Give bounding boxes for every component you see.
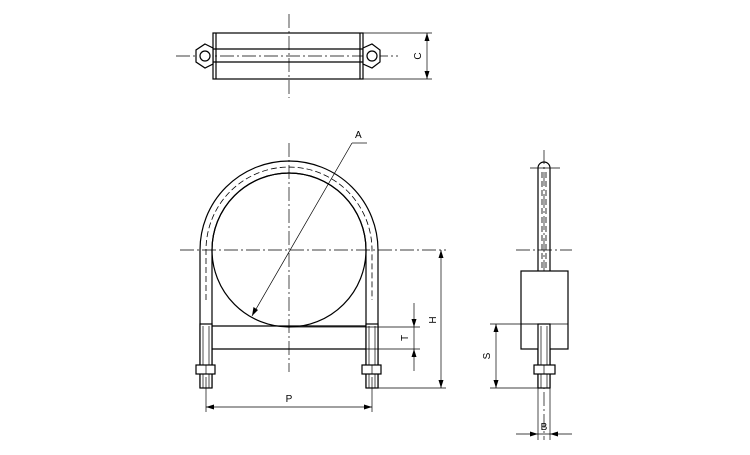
dim-h-arrow-top <box>438 250 444 258</box>
dim-a-arrow <box>252 307 258 316</box>
right-nut <box>361 364 382 375</box>
dim-s-arrow-top <box>493 324 499 332</box>
u-bolt-inner <box>211 172 367 388</box>
dim-b-label: B <box>541 422 548 433</box>
dim-b-arrow-right <box>550 431 558 437</box>
dim-p-label: P <box>286 394 293 405</box>
u-bolt-outer <box>199 160 379 388</box>
front-view: A P H T <box>180 130 446 412</box>
top-view-left-bolt-end <box>199 50 211 62</box>
top-view-right-bolt-end <box>366 50 378 62</box>
dim-s-arrow-bottom <box>493 380 499 388</box>
left-nut <box>195 364 216 375</box>
dim-c-arrow-bottom <box>424 71 430 79</box>
dim-h-label: H <box>428 316 439 323</box>
top-view: C <box>176 14 432 98</box>
dim-p-arrow-right <box>364 404 372 410</box>
top-view-left-hex-nut <box>195 43 214 69</box>
dim-b-arrow-left <box>530 431 538 437</box>
dim-t-label: T <box>400 335 411 341</box>
u-bolt-centerline <box>205 166 373 300</box>
dim-a-label: A <box>355 130 362 141</box>
dim-c-label: C <box>413 52 424 59</box>
top-view-right-hex-nut <box>362 43 381 69</box>
dim-h-arrow-bottom <box>438 380 444 388</box>
dim-c-arrow-top <box>424 33 430 41</box>
side-threaded-end <box>537 323 551 389</box>
side-rod <box>537 161 551 388</box>
side-view: S B <box>482 150 572 440</box>
side-nut <box>533 364 556 375</box>
dim-t-arrow-bottom <box>411 349 417 357</box>
dim-t-arrow-top <box>411 319 417 327</box>
dim-a-leader <box>251 142 353 317</box>
dim-p-arrow-left <box>206 404 214 410</box>
dim-s-label: S <box>482 352 493 359</box>
